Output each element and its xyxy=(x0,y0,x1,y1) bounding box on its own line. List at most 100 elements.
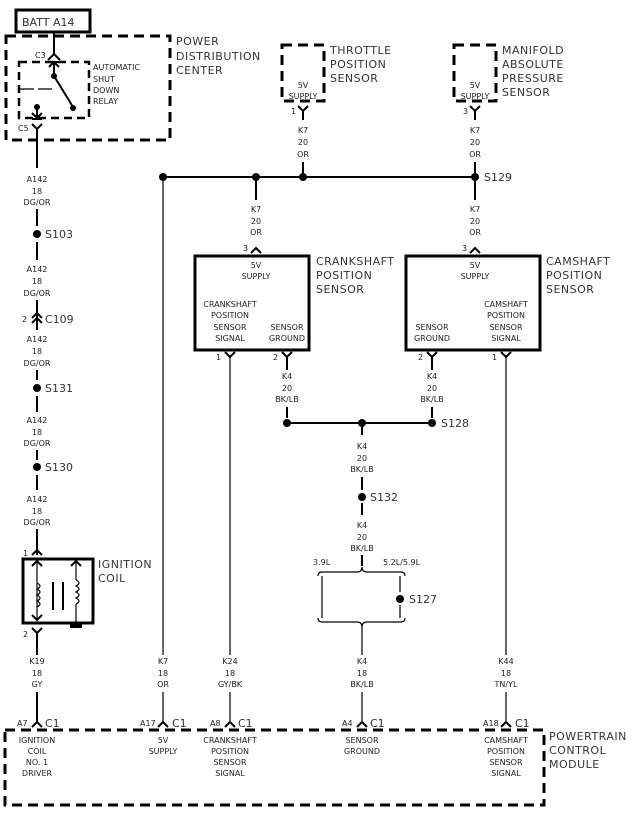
svg-text:K24: K24 xyxy=(222,657,237,666)
svg-text:K7: K7 xyxy=(251,205,261,214)
wire-a142-2: A142 18 DG/OR xyxy=(24,265,51,298)
wire-k44: K44 18 TN/YL xyxy=(494,657,518,689)
map-pin-label: 5V xyxy=(470,81,481,90)
pdc-c5-label: C5 xyxy=(18,124,29,133)
svg-text:BK/LB: BK/LB xyxy=(350,544,373,553)
svg-text:20: 20 xyxy=(427,384,437,393)
svg-text:20: 20 xyxy=(251,217,261,226)
pcm-title: POWERTRAIN CONTROL MODULE xyxy=(549,730,626,771)
svg-text:K7: K7 xyxy=(470,126,480,135)
c109-pin: 2 xyxy=(22,315,27,324)
svg-text:18: 18 xyxy=(32,277,42,286)
pcm-pin-a8: A8 C1 xyxy=(210,717,253,730)
svg-text:DRIVER: DRIVER xyxy=(22,769,53,778)
svg-text:GROUND: GROUND xyxy=(344,747,380,756)
tps-outline xyxy=(280,43,326,103)
svg-text:A142: A142 xyxy=(27,416,48,425)
tps-title: THROTTLE POSITION SENSOR xyxy=(329,44,392,85)
svg-text:BK/LB: BK/LB xyxy=(350,465,373,474)
svg-text:MANIFOLD: MANIFOLD xyxy=(502,44,564,57)
svg-text:20: 20 xyxy=(282,384,292,393)
c5-connector-icon xyxy=(31,123,43,131)
splice-s130-label: S130 xyxy=(45,461,73,474)
svg-text:DOWN: DOWN xyxy=(93,86,119,95)
svg-text:K4: K4 xyxy=(357,442,367,451)
svg-text:SIGNAL: SIGNAL xyxy=(491,769,521,778)
svg-text:RELAY: RELAY xyxy=(93,97,118,106)
svg-text:GY/BK: GY/BK xyxy=(218,680,243,689)
svg-text:A142: A142 xyxy=(27,265,48,274)
svg-text:2: 2 xyxy=(273,353,278,362)
svg-text:SENSOR: SENSOR xyxy=(345,736,378,745)
svg-text:GY: GY xyxy=(32,680,43,689)
svg-text:DG/OR: DG/OR xyxy=(24,359,51,368)
svg-text:COIL: COIL xyxy=(98,572,126,585)
svg-text:DG/OR: DG/OR xyxy=(24,439,51,448)
svg-text:IGNITION: IGNITION xyxy=(19,736,55,745)
svg-text:SHUT: SHUT xyxy=(93,75,115,84)
engine-variant-3-9l: 3.9L xyxy=(313,558,331,567)
svg-text:POSITION: POSITION xyxy=(211,747,249,756)
svg-text:SIGNAL: SIGNAL xyxy=(215,334,245,343)
tps-pin: 1 xyxy=(291,107,296,116)
svg-text:18: 18 xyxy=(501,669,511,678)
wire-k7-tps: K7 20 OR xyxy=(297,126,309,159)
svg-text:OR: OR xyxy=(469,150,481,159)
svg-text:18: 18 xyxy=(32,507,42,516)
pdc-c3-label: C3 xyxy=(35,51,46,60)
svg-text:C1: C1 xyxy=(370,717,385,730)
svg-text:SENSOR: SENSOR xyxy=(270,323,303,332)
ckp-title: CRANKSHAFT POSITION SENSOR xyxy=(316,255,394,296)
splice-s103 xyxy=(33,230,41,238)
map-outline xyxy=(452,43,498,103)
wire-a142-3: A142 18 DG/OR xyxy=(24,335,51,368)
wire-k24: K24 18 GY/BK xyxy=(218,657,243,689)
svg-text:SUPPLY: SUPPLY xyxy=(461,92,490,101)
coil-pin-1: 1 xyxy=(23,549,28,558)
map-pin: 3 xyxy=(463,107,468,116)
c109-connector-icon xyxy=(31,311,43,319)
svg-text:5V: 5V xyxy=(158,736,169,745)
svg-text:SENSOR: SENSOR xyxy=(316,283,364,296)
svg-text:GROUND: GROUND xyxy=(414,334,450,343)
svg-text:A18: A18 xyxy=(483,719,499,728)
svg-text:1: 1 xyxy=(492,353,497,362)
svg-text:K4: K4 xyxy=(357,657,367,666)
svg-text:K4: K4 xyxy=(357,521,367,530)
cmp-signal-label: CAMSHAFT POSITION SENSOR SIGNAL xyxy=(484,300,528,343)
svg-text:K4: K4 xyxy=(282,372,292,381)
svg-text:CENTER: CENTER xyxy=(176,64,223,77)
wire-k7-map: K7 20 OR xyxy=(469,126,481,159)
svg-text:BK/LB: BK/LB xyxy=(275,395,298,404)
splice-s132-label: S132 xyxy=(370,491,398,504)
cmp-title: CAMSHAFT POSITION SENSOR xyxy=(546,255,610,296)
svg-text:A17: A17 xyxy=(140,719,156,728)
svg-text:20: 20 xyxy=(298,138,308,147)
c3-connector-icon xyxy=(47,52,61,61)
svg-text:CRANKSHAFT: CRANKSHAFT xyxy=(203,300,257,309)
svg-text:CRANKSHAFT: CRANKSHAFT xyxy=(316,255,394,268)
svg-text:K7: K7 xyxy=(158,657,168,666)
svg-text:20: 20 xyxy=(357,454,367,463)
svg-text:2: 2 xyxy=(418,353,423,362)
splice-s127-label: S127 xyxy=(409,593,437,606)
svg-text:OR: OR xyxy=(469,228,481,237)
wire-k4-ckp: K4 20 BK/LB xyxy=(275,372,298,404)
svg-text:THROTTLE: THROTTLE xyxy=(329,44,392,57)
asd-relay-outline xyxy=(17,60,91,120)
svg-text:BK/LB: BK/LB xyxy=(350,680,373,689)
svg-text:COIL: COIL xyxy=(28,747,47,756)
svg-text:18: 18 xyxy=(32,669,42,678)
svg-text:K7: K7 xyxy=(298,126,308,135)
svg-text:SENSOR: SENSOR xyxy=(489,758,522,767)
splice-s129 xyxy=(471,173,479,181)
pcm-pin-a4: A4 C1 xyxy=(342,717,385,730)
svg-text:18: 18 xyxy=(32,187,42,196)
pcm-label-ignition-coil-driver: IGNITION COIL NO. 1 DRIVER xyxy=(19,736,55,778)
ckp-supply-pin: 3 xyxy=(243,244,248,253)
pcm-label-ckp-signal: CRANKSHAFT POSITION SENSOR SIGNAL xyxy=(203,736,257,778)
cmp-ground-label: SENSOR GROUND xyxy=(414,323,450,343)
wire-a142-4: A142 18 DG/OR xyxy=(24,416,51,448)
svg-text:K19: K19 xyxy=(29,657,44,666)
